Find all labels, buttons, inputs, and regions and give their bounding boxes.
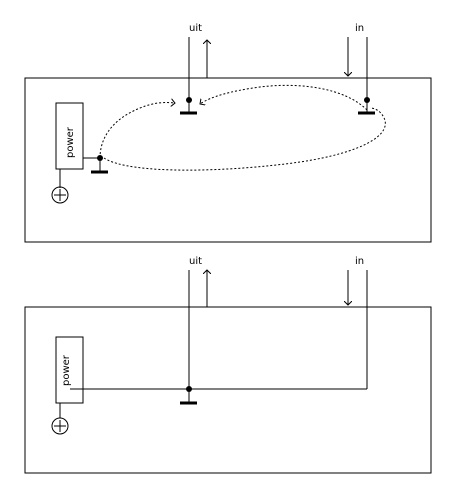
top-enclosure bbox=[24, 77, 432, 243]
bottom-diagram: uit in power bbox=[24, 256, 432, 474]
top-in-label: in bbox=[355, 23, 364, 34]
bottom-in-label: in bbox=[355, 256, 364, 267]
top-power-label: power bbox=[65, 126, 76, 158]
top-out-label: uit bbox=[189, 23, 202, 34]
top-dotted-in-to-out bbox=[200, 84, 368, 111]
bottom-power-box bbox=[55, 336, 84, 404]
top-plus-symbol-circle bbox=[51, 186, 69, 204]
bottom-plus-symbol-circle bbox=[51, 417, 69, 435]
bottom-power-label: power bbox=[61, 354, 72, 386]
bottom-enclosure bbox=[24, 306, 432, 474]
top-dotted-to-out bbox=[99, 103, 175, 159]
top-diagram: uit in power bbox=[24, 23, 432, 243]
top-dotted-power-to-in bbox=[103, 107, 386, 171]
top-power-box bbox=[55, 102, 84, 170]
bottom-out-label: uit bbox=[189, 256, 202, 267]
